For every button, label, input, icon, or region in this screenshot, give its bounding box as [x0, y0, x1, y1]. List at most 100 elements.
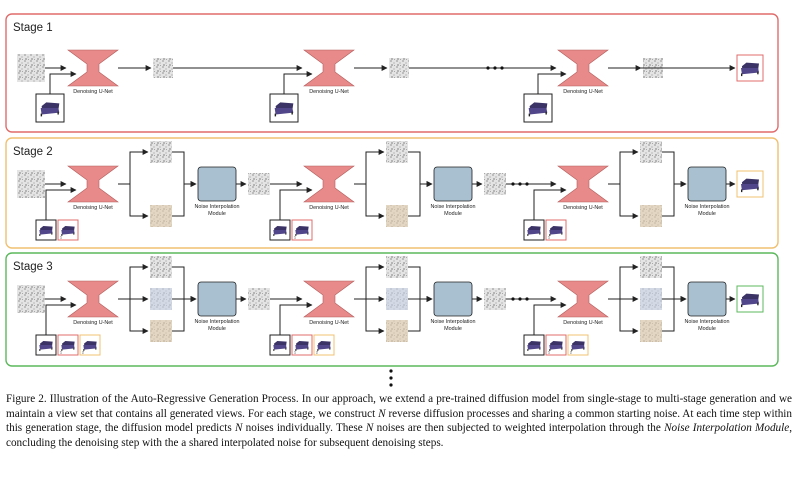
arrow	[408, 151, 433, 187]
arrow	[172, 151, 197, 187]
arrow	[608, 298, 639, 334]
arrow	[662, 296, 687, 332]
arrow	[354, 183, 385, 219]
sofa-icon	[39, 226, 53, 236]
view-tag: 1	[294, 351, 296, 355]
ellipsis-dot	[389, 369, 393, 373]
view-tag: 1	[60, 351, 62, 355]
nim-label-line2: Module	[698, 211, 716, 217]
sofa-seat	[273, 345, 287, 350]
arrow	[354, 264, 385, 300]
sofa-seat	[549, 230, 563, 235]
noise-icon	[17, 170, 45, 198]
sofa-seat	[741, 299, 759, 306]
noise-icon	[484, 173, 506, 195]
nim-label-line2: Module	[698, 326, 716, 332]
ellipsis-dot	[525, 182, 529, 186]
sofa-seat	[741, 184, 759, 191]
unet-shape	[303, 280, 355, 318]
noise-icon	[17, 285, 45, 313]
sofa-leg	[571, 349, 573, 351]
sofa-leg	[285, 232, 287, 235]
sofa-leg	[317, 349, 319, 351]
sofa-leg	[61, 234, 63, 236]
caption-part-5: , concluding the denoising step with the…	[6, 422, 792, 449]
noise-icon	[640, 141, 662, 163]
nim-label-line2: Module	[444, 326, 462, 332]
denoising-unet: Denoising U-Net	[303, 165, 355, 211]
nim-label-line1: Noise Interpolation	[431, 319, 476, 325]
sofa-icon	[549, 226, 563, 236]
denoising-unet: Denoising U-Net	[303, 280, 355, 326]
sofa-icon	[571, 341, 585, 351]
noise-texture	[153, 58, 173, 78]
nim-label-line1: Noise Interpolation	[685, 319, 730, 325]
sofa-seat	[741, 68, 759, 75]
arrow	[608, 149, 639, 185]
unet-shape	[303, 49, 355, 87]
arrow	[279, 187, 313, 220]
nim-box	[687, 281, 727, 317]
stage-label: Stage 3	[13, 261, 53, 273]
view-tag: 2	[316, 351, 318, 355]
denoising-unet: Denoising U-Net	[557, 280, 609, 326]
noise-icon	[153, 58, 173, 78]
sofa-icon	[274, 102, 294, 117]
unet-label: Denoising U-Net	[563, 320, 603, 326]
unet-label: Denoising U-Net	[309, 89, 349, 95]
noise-tint	[386, 320, 408, 342]
sofa-leg	[527, 234, 529, 236]
noise-tint	[640, 205, 662, 227]
noise-icon	[150, 141, 172, 163]
caption-module-name: Noise Interpolation Module	[664, 422, 790, 435]
sofa-seat	[295, 230, 309, 235]
sofa-leg	[549, 349, 551, 351]
sofa-leg	[73, 232, 75, 235]
arrow	[118, 298, 149, 334]
sofa-leg	[741, 304, 743, 308]
sofa-leg	[273, 234, 275, 236]
unet-label: Denoising U-Net	[309, 205, 349, 211]
unet-shape	[557, 49, 609, 87]
arrow	[662, 266, 687, 302]
noise-texture	[248, 288, 270, 310]
arrow	[533, 302, 567, 335]
sofa-leg	[40, 113, 43, 117]
sofa-leg	[274, 113, 277, 117]
sofa-seat	[528, 108, 548, 115]
ellipsis-dot	[389, 376, 393, 380]
noise-tint	[386, 205, 408, 227]
sofa-seat	[39, 230, 53, 235]
ellipsis-dot	[511, 182, 515, 186]
sofa-leg	[545, 111, 547, 115]
sofa-icon	[40, 102, 60, 117]
sofa-seat	[527, 230, 541, 235]
noise-icon	[248, 173, 270, 195]
noise-texture	[640, 256, 662, 278]
sofa-leg	[57, 111, 59, 115]
sofa-leg	[528, 113, 531, 117]
sofa-leg	[39, 349, 41, 351]
sofa-seat	[40, 108, 60, 115]
view-tag: 1	[60, 236, 62, 240]
sofa-icon	[741, 293, 759, 308]
nim-label-line1: Noise Interpolation	[195, 204, 240, 210]
noise-icon	[150, 256, 172, 278]
arrow	[45, 302, 77, 335]
sofa-seat	[295, 345, 309, 350]
noise-texture	[389, 58, 409, 78]
noise-icon	[248, 288, 270, 310]
arrow	[172, 296, 197, 332]
sofa-icon	[273, 341, 287, 351]
unet-shape	[67, 49, 119, 87]
noise-texture	[386, 256, 408, 278]
sofa-leg	[583, 347, 585, 350]
sofa-seat	[549, 345, 563, 350]
unet-shape	[557, 280, 609, 318]
stage-border	[5, 13, 779, 133]
noise-tint	[150, 205, 172, 227]
view-thumbnail: 2	[79, 334, 101, 356]
